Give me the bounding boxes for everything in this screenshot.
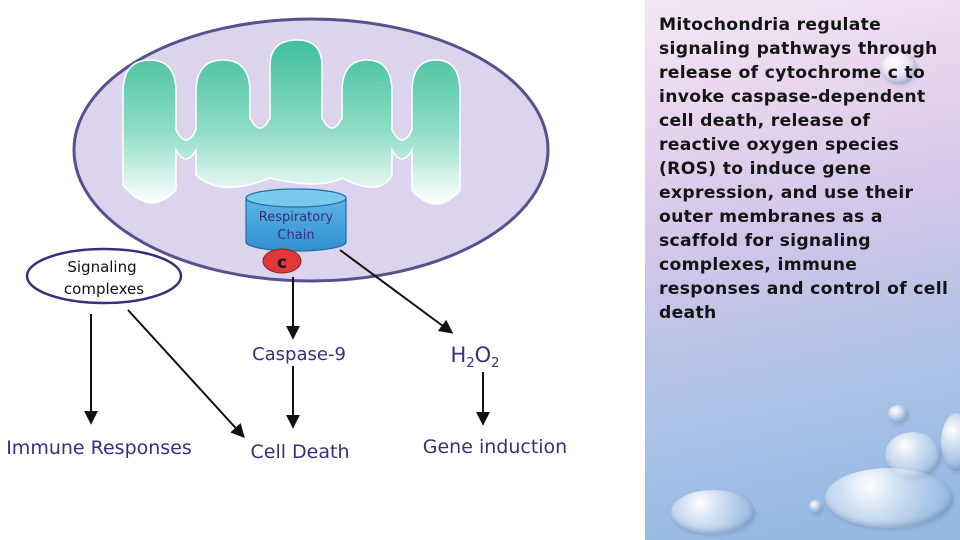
water-droplet-decoration (825, 468, 953, 528)
respiratory-chain-label-line2: Chain (277, 228, 314, 243)
h2o2-h: H (451, 343, 467, 367)
gene-induction-label: Gene induction (423, 436, 567, 458)
h2o2-sub-1: 2 (466, 356, 474, 371)
immune-responses-label: Immune Responses (6, 437, 192, 459)
cell-death-label: Cell Death (250, 441, 349, 463)
cytochrome-c-circle (262, 248, 302, 274)
inner-membrane-cristae (122, 39, 461, 205)
signaling-complexes-label-line2: complexes (64, 280, 144, 298)
caspase-9-label: Caspase-9 (252, 344, 346, 365)
cytochrome-c-label: c (277, 253, 287, 273)
slide-body-text: Mitochondria regulate signaling pathways… (659, 15, 949, 323)
h2o2-o: O (475, 343, 492, 367)
respiratory-chain: Respiratory Chain (245, 188, 347, 252)
text-panel: Mitochondria regulate signaling pathways… (645, 0, 960, 540)
h2o2-sub-2: 2 (491, 356, 499, 371)
signaling-complexes-label-line1: Signaling (67, 258, 136, 276)
water-droplet-decoration (671, 490, 755, 534)
water-droplet-decoration (941, 413, 960, 471)
respiratory-chain-label-line1: Respiratory (259, 210, 334, 225)
water-droplet-decoration (809, 500, 823, 514)
water-droplet-decoration (888, 405, 908, 423)
signaling-complexes-oval (25, 247, 183, 305)
mitochondria-diagram: Respiratory Chain c Signaling complexes … (6, 17, 567, 463)
h2o2-label: H2O2 (451, 343, 500, 371)
water-droplet-decoration (881, 52, 917, 84)
arrow-signaling-to-celldeath (127, 309, 245, 439)
arrow-chain-to-h2o2 (339, 249, 454, 334)
